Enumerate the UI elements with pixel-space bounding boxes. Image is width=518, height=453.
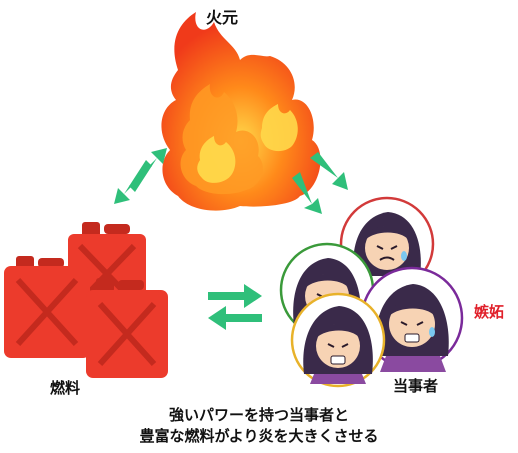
double-arrow-icon: [292, 152, 348, 214]
caption: 強いパワーを持つ当事者と 豊富な燃料がより炎を大きくさせる: [0, 405, 518, 447]
person-right: [360, 266, 464, 372]
caption-line-1: 強いパワーを持つ当事者と: [168, 406, 349, 424]
fire-label: 火元: [206, 8, 239, 27]
fire-icon: [161, 12, 321, 211]
caption-line-2: 豊富な燃料がより炎を大きくさせる: [139, 427, 379, 445]
jealousy-label: 嫉妬: [474, 303, 505, 321]
people-label: 当事者: [393, 377, 439, 395]
person-bottom: [290, 292, 386, 388]
double-arrow-icon: [208, 284, 262, 330]
people-icon: [279, 196, 464, 388]
fuel-can-icon: [4, 222, 168, 378]
double-arrow-icon: [114, 148, 167, 204]
fuel-label: 燃料: [50, 379, 81, 397]
